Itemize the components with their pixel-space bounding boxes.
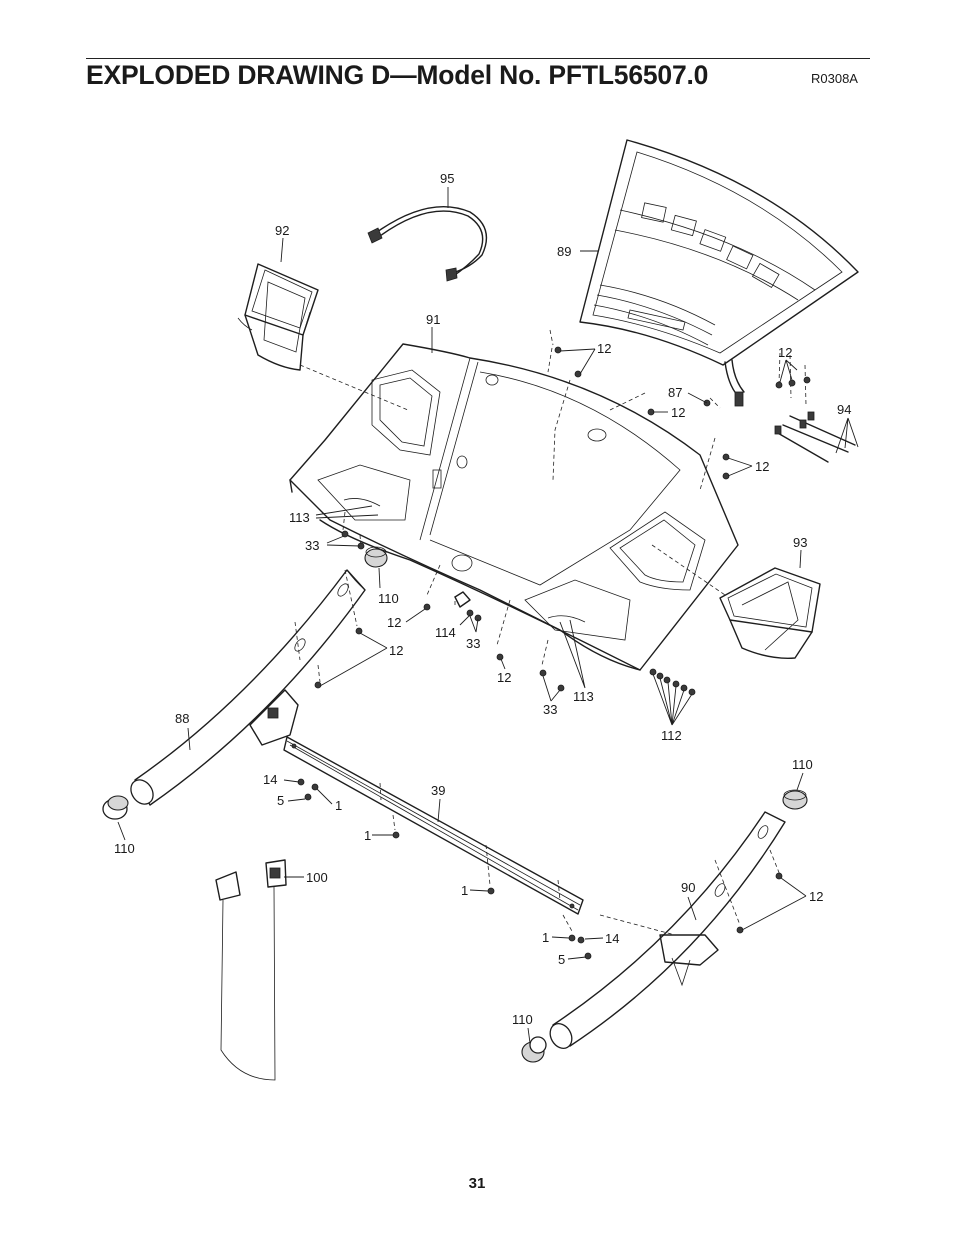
header-rule xyxy=(86,58,870,59)
callout-12: 12 xyxy=(597,341,611,356)
callout-12: 12 xyxy=(389,643,403,658)
callout-110: 110 xyxy=(512,1012,533,1027)
callout-91: 91 xyxy=(426,312,440,327)
leader-lines xyxy=(117,187,859,1044)
callout-5: 5 xyxy=(277,793,284,808)
cup-holder-part-92 xyxy=(237,263,319,371)
assembly-lines xyxy=(294,329,807,936)
callout-5: 5 xyxy=(558,952,565,967)
cup-holder-part-93 xyxy=(719,567,821,659)
callout-12: 12 xyxy=(497,670,511,685)
callout-90: 90 xyxy=(681,880,695,895)
end-cap-part-110-lower-right xyxy=(521,1036,547,1063)
callout-12: 12 xyxy=(671,405,685,420)
crossbar-part-39 xyxy=(283,736,584,915)
callout-114: 114 xyxy=(435,625,456,640)
page-title: EXPLODED DRAWING D—Model No. PFTL56507.0 xyxy=(86,60,709,90)
callout-92: 92 xyxy=(275,223,289,238)
callout-89: 89 xyxy=(557,244,571,259)
drawing-code: R0308A xyxy=(811,71,858,86)
wire-harness-part-95 xyxy=(367,206,488,282)
callout-112: 112 xyxy=(661,728,682,743)
callout-94: 94 xyxy=(837,402,851,417)
callout-110: 110 xyxy=(114,841,135,856)
callout-93: 93 xyxy=(793,535,807,550)
callout-labels: 95 92 89 91 12 12 87 12 94 12 93 113 33 … xyxy=(114,171,851,1027)
cover-part-100 xyxy=(215,859,287,1081)
callout-110: 110 xyxy=(378,591,399,606)
callout-33: 33 xyxy=(543,702,557,717)
callout-12: 12 xyxy=(809,889,823,904)
end-cap-part-110-lower-left xyxy=(102,795,129,820)
callout-39: 39 xyxy=(431,783,445,798)
callout-1: 1 xyxy=(461,883,468,898)
callout-88: 88 xyxy=(175,711,189,726)
console-frame-part-89 xyxy=(579,139,859,407)
callout-113: 113 xyxy=(573,689,594,704)
callout-12: 12 xyxy=(778,345,792,360)
left-upright-part-88 xyxy=(130,569,366,806)
callout-1: 1 xyxy=(364,828,371,843)
wire-set-part-94 xyxy=(774,411,856,463)
callout-33: 33 xyxy=(466,636,480,651)
callout-113: 113 xyxy=(289,510,310,525)
console-base-part-91 xyxy=(289,343,739,671)
callout-12: 12 xyxy=(755,459,769,474)
right-upright-part-90 xyxy=(549,811,786,1049)
callout-12: 12 xyxy=(387,615,401,630)
end-cap-part-110-upper-right xyxy=(782,789,808,810)
callout-87: 87 xyxy=(668,385,682,400)
callout-1: 1 xyxy=(335,798,342,813)
callout-33: 33 xyxy=(305,538,319,553)
callout-14: 14 xyxy=(263,772,277,787)
callout-1: 1 xyxy=(542,930,549,945)
callout-14: 14 xyxy=(605,931,619,946)
callout-100: 100 xyxy=(306,870,328,885)
screw-set-part-112 xyxy=(649,668,696,696)
callout-110: 110 xyxy=(792,757,813,772)
callout-95: 95 xyxy=(440,171,454,186)
page-number: 31 xyxy=(468,1175,486,1192)
fastener-screws xyxy=(297,346,811,960)
end-cap-part-110-upper-left xyxy=(364,546,388,568)
